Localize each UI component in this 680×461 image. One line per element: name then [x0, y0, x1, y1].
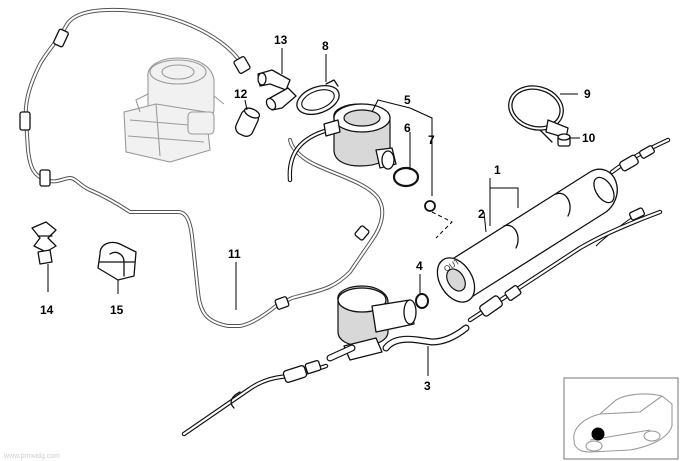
- watermark: www.pmwidg.com: [4, 453, 61, 460]
- callout-12: 12: [234, 87, 248, 101]
- part-6-o-ring: [392, 166, 420, 188]
- part-14-clip: [31, 221, 57, 265]
- callout-6: 6: [404, 121, 411, 135]
- callout-10: 10: [582, 131, 596, 145]
- filter-return-line: [467, 207, 663, 323]
- filter-outlet-pipe: [609, 137, 671, 175]
- supply-line: [181, 359, 329, 437]
- callout-4: 4: [416, 259, 423, 273]
- engine-intake-ghost: [123, 57, 225, 163]
- part-1-fuel-filter: OUT: [436, 168, 618, 303]
- callout-5: 5: [404, 93, 411, 107]
- vehicle-locator-inset: [563, 377, 679, 460]
- part-5-pressure-regulator: [323, 103, 397, 170]
- part-10-nut: [557, 133, 571, 147]
- callout-1: 1: [494, 163, 501, 177]
- callout-2: 2: [478, 207, 485, 221]
- lower-connector: [326, 344, 356, 362]
- part-7-seal: [424, 200, 436, 212]
- part-8-circlip: [296, 79, 340, 115]
- callout-8: 8: [322, 39, 329, 53]
- callout-9: 9: [584, 87, 591, 101]
- callout-14: 14: [40, 303, 54, 317]
- part-3-hose: [382, 324, 470, 352]
- assembly-dash-line: [431, 211, 453, 239]
- leader-lines: [47, 48, 580, 376]
- callout-15: 15: [110, 303, 124, 317]
- regulator-hose: [287, 127, 331, 183]
- vent-pipe: [19, 7, 385, 328]
- part-9-clamp: [508, 85, 569, 143]
- callout-labels: 1 2 3 4 5 6 7 8 9 10 11 12 13 14 15: [40, 33, 596, 393]
- part-4-o-ring: [415, 293, 429, 309]
- location-marker: [591, 427, 605, 441]
- lower-regulator: [337, 285, 417, 361]
- callout-3: 3: [424, 379, 431, 393]
- callout-7: 7: [428, 133, 435, 147]
- part-15-bracket: [97, 241, 137, 281]
- part-13-connectors: [257, 69, 297, 111]
- callout-13: 13: [274, 33, 288, 47]
- part-12-hose-piece: [235, 107, 261, 137]
- callout-11: 11: [228, 247, 241, 261]
